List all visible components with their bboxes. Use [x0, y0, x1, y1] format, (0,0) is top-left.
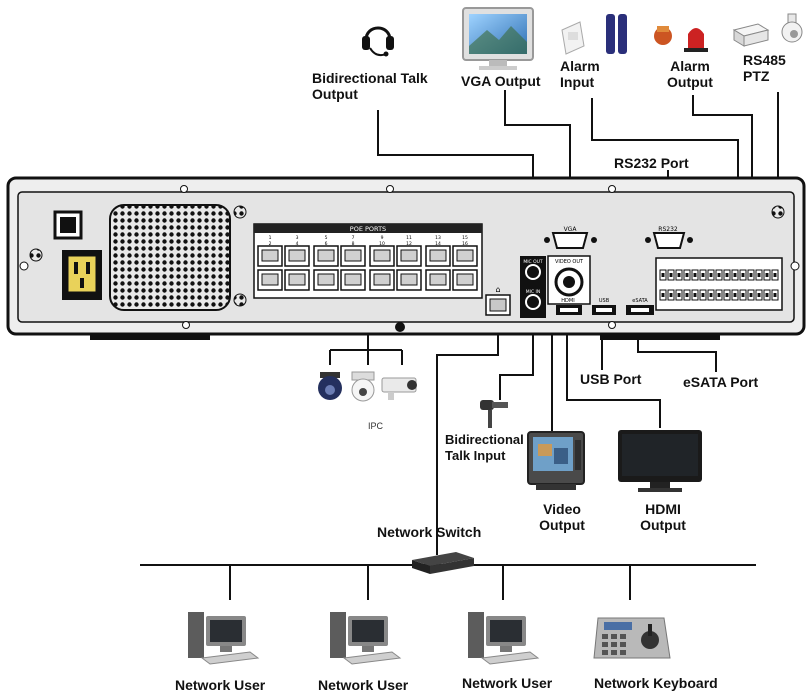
label-alarm-input: Alarm Input [560, 58, 600, 90]
poe-port-number: 4 [296, 241, 299, 247]
label-alarm-output: Alarm Output [667, 58, 713, 90]
svg-text:⌂: ⌂ [495, 285, 500, 294]
label-vga-output: VGA Output [461, 73, 541, 89]
alarm-bell-icon [654, 26, 672, 45]
rs232-panel-label: RS232 [658, 226, 678, 233]
poe-port-number: 5 [325, 235, 328, 241]
poe-port-number: 7 [352, 235, 355, 241]
dome-camera-icon [318, 372, 342, 400]
usb-port: USB [592, 298, 616, 315]
pc-icon-1 [188, 612, 260, 665]
ptz-camera-icon [781, 13, 803, 43]
video-out-label: VIDEO OUT [555, 259, 584, 265]
video-monitor-icon [527, 431, 585, 490]
poe-port-number: 12 [406, 241, 412, 247]
esata-port: eSATA [626, 298, 654, 315]
alarm-detector-icon [606, 14, 627, 54]
fan-grill [109, 204, 231, 311]
hdmi-panel-label: HDMI [561, 298, 574, 304]
poe-port-number: 1 [269, 235, 272, 241]
video-out-port: VIDEO OUT [547, 255, 591, 305]
usb-panel-label: USB [599, 298, 610, 304]
hdmi-port: HDMI [556, 298, 582, 315]
audio-ports: MIC OUT MIC IN [520, 256, 546, 318]
alarm-terminal-block [655, 257, 783, 311]
poe-port-number: 9 [381, 235, 384, 241]
vga-monitor-icon [462, 7, 534, 70]
vga-port: VGA [544, 226, 597, 249]
label-network-user-2: Network User [318, 677, 409, 693]
poe-port-number: 10 [379, 241, 385, 247]
network-keyboard-icon [593, 617, 671, 659]
lan-port: ⌂ [485, 285, 511, 316]
poe-port-number: 2 [269, 241, 272, 247]
pc-icon-2 [330, 612, 402, 665]
poe-port-number: 16 [462, 241, 468, 247]
line-talk-input [499, 305, 534, 400]
label-bidir-talk-input: Bidirectional Talk Input [445, 432, 524, 463]
poe-ports-label: POE PORTS [350, 225, 386, 233]
mic-out-label: MIC OUT [523, 259, 543, 265]
poe-port-number: 14 [435, 241, 441, 247]
mic-in-label: MIC IN [526, 289, 540, 295]
vga-panel-label: VGA [564, 226, 578, 233]
label-bidir-talk-output: Bidirectional Talk Output [312, 70, 428, 102]
alarm-siren-icon [684, 28, 708, 52]
hdmi-tv-icon [618, 430, 702, 492]
poe-port-number: 6 [325, 241, 328, 247]
label-rs485-ptz: RS485 PTZ [743, 52, 786, 84]
pc-icon-3 [468, 612, 540, 665]
ptz-controller-icon [732, 23, 770, 47]
esata-panel-label: eSATA [632, 298, 648, 304]
speed-dome-icon [351, 371, 375, 402]
label-rs232-port: RS232 Port [614, 155, 689, 171]
headset-icon [362, 26, 394, 57]
network-switch-icon [412, 552, 474, 574]
label-ipc: IPC [368, 421, 384, 431]
label-hdmi-output: HDMI Output [640, 501, 686, 533]
label-video-output: Video Output [539, 501, 585, 533]
poe-port-number: 13 [435, 235, 441, 241]
bullet-camera-icon [381, 377, 417, 400]
poe-port-number: 3 [296, 235, 299, 241]
label-network-user-1: Network User [175, 677, 266, 693]
poe-port-number: 15 [462, 235, 468, 241]
microphone-icon [480, 400, 508, 428]
label-usb-port: USB Port [580, 371, 642, 387]
line-hdmi [566, 318, 661, 428]
poe-port-number: 8 [352, 241, 355, 247]
label-esata-port: eSATA Port [683, 374, 759, 390]
rs232-port: RS232 [645, 226, 693, 249]
alarm-sensor-icon [561, 21, 585, 55]
label-network-switch: Network Switch [377, 524, 482, 540]
poe-port-number: 11 [406, 235, 412, 241]
label-network-user-3: Network User [462, 675, 553, 691]
label-network-keyboard: Network Keyboard [594, 675, 718, 691]
